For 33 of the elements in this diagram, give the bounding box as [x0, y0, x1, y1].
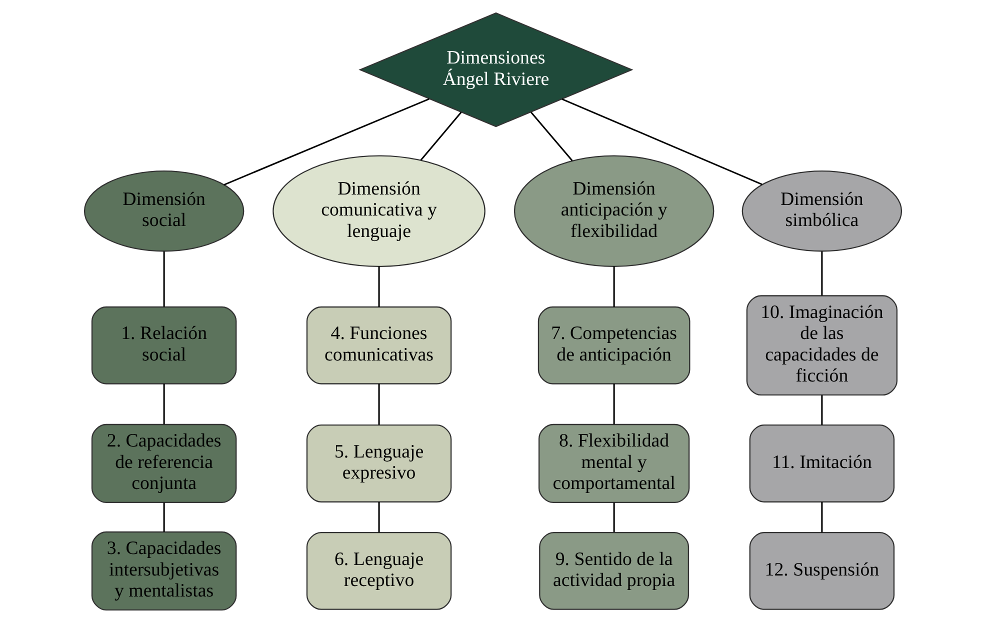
connector: [162, 502, 164, 532]
node-box: 5. Lenguaje expresivo: [306, 424, 452, 502]
connector: [820, 252, 822, 296]
node-box: 6. Lenguaje receptivo: [306, 532, 452, 610]
node-box: 2. Capacidades de referencia conjunta: [90, 424, 236, 504]
connector: [612, 266, 614, 307]
connector: [820, 395, 822, 425]
node-box: 9. Sentido de la actividad propia: [538, 532, 689, 610]
node-box: 10. Imaginación de las capacidades de ficción: [746, 295, 898, 396]
connector: [530, 112, 572, 162]
connector: [561, 98, 762, 186]
node-box: 3. Capacidades intersubjetivas y mentalistas: [90, 531, 236, 611]
node-ellipse: Dimensión anticipación y flexibilidad: [513, 155, 714, 268]
node-ellipse: Dimensión social: [83, 170, 244, 252]
connector: [612, 502, 614, 532]
connector: [162, 252, 164, 307]
node-box: 11. Imitación: [748, 424, 894, 502]
node-box: 8. Flexibilidad mental y comportamental: [538, 424, 690, 504]
node-ellipse: Dimensión simbólica: [741, 170, 902, 252]
connector: [420, 112, 462, 161]
node-box: 7. Competencias de anticipación: [537, 306, 690, 384]
node-ellipse: Dimensión comunicativa y lenguaje: [272, 155, 485, 268]
connector: [223, 98, 429, 186]
node-box: 1. Relación social: [90, 306, 236, 384]
node-diamond: Dimensiones Ángel Riviere: [358, 12, 633, 128]
node-box: 12. Suspensión: [748, 532, 894, 610]
connector: [378, 266, 380, 307]
connector: [378, 502, 380, 533]
connector: [820, 502, 822, 533]
connector: [612, 384, 614, 424]
node-box: 4. Funciones comunicativas: [306, 306, 452, 384]
connector: [162, 384, 164, 424]
connector: [378, 384, 380, 425]
